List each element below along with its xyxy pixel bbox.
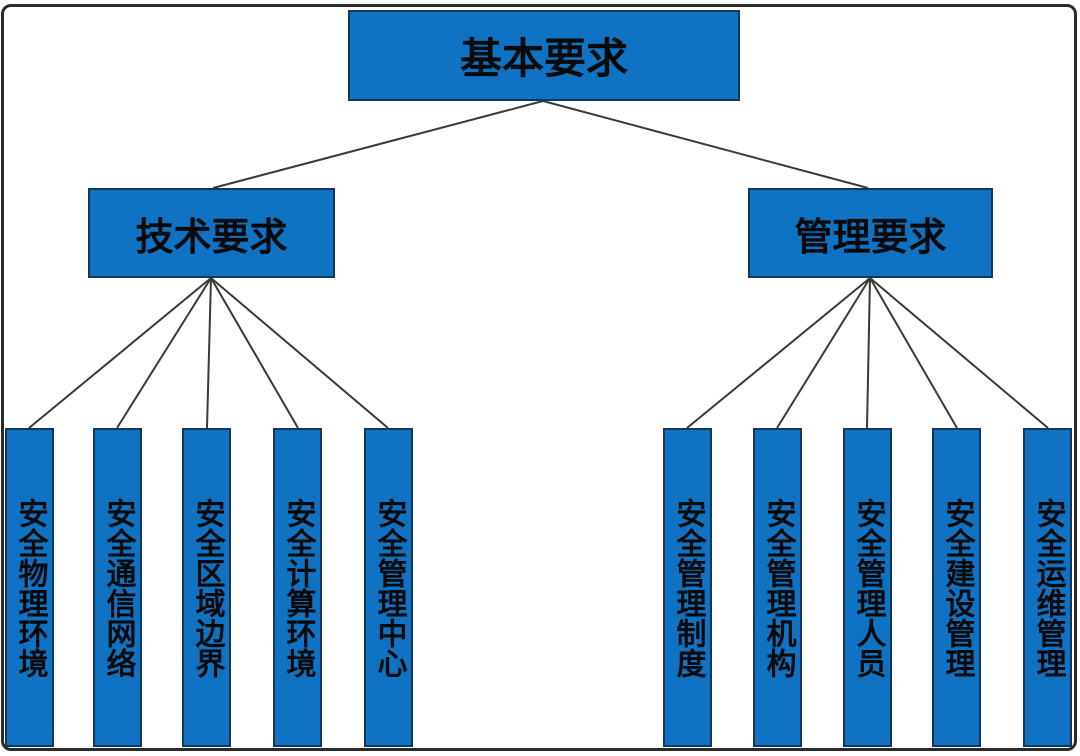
leaf-label: 安全管理制度 [670, 497, 706, 678]
node-security-management-center: 安全管理中心 [364, 428, 413, 747]
node-basic-requirements-label: 基本要求 [459, 34, 628, 83]
leaf-label: 安全通信网络 [100, 497, 136, 678]
connector-tech-leaf5 [210, 277, 389, 429]
node-secure-computing-environment: 安全计算环境 [273, 428, 322, 747]
connector-mgmt-leaf1 [686, 277, 871, 429]
node-secure-area-boundary: 安全区域边界 [182, 428, 231, 747]
node-management-requirements: 管理要求 [748, 188, 993, 278]
node-technical-requirements-label: 技术要求 [135, 214, 288, 259]
node-security-management-personnel: 安全管理人员 [843, 428, 892, 747]
node-security-construction-management: 安全建设管理 [932, 428, 981, 747]
leaf-label: 安全运维管理 [1030, 497, 1066, 678]
node-security-management-organization: 安全管理机构 [753, 428, 802, 747]
node-security-management-system: 安全管理制度 [663, 428, 712, 747]
leaf-label: 安全区域边界 [189, 497, 225, 678]
connector-mgmt-leaf2 [776, 277, 871, 429]
connector-tech-leaf2 [116, 277, 212, 429]
leaf-label: 安全管理人员 [850, 497, 886, 678]
node-security-operation-maintenance-management: 安全运维管理 [1023, 428, 1072, 747]
node-basic-requirements: 基本要求 [348, 10, 740, 101]
connector-mgmt-leaf5 [869, 277, 1049, 429]
connector-tech-leaf3 [206, 277, 212, 429]
connector-root-mgmt [542, 100, 869, 189]
node-secure-communication-network: 安全通信网络 [93, 428, 142, 747]
leaf-label: 安全管理机构 [760, 497, 796, 678]
connector-mgmt-leaf4 [869, 277, 958, 429]
leaf-label: 安全管理中心 [371, 497, 407, 678]
leaf-label: 安全建设管理 [939, 497, 975, 678]
connector-tech-leaf4 [210, 277, 299, 429]
node-secure-physical-environment: 安全物理环境 [5, 428, 54, 747]
node-technical-requirements: 技术要求 [88, 188, 335, 278]
node-management-requirements-label: 管理要求 [794, 214, 947, 259]
connector-mgmt-leaf3 [866, 277, 871, 429]
connector-root-tech [212, 100, 544, 189]
leaf-label: 安全物理环境 [12, 497, 48, 678]
leaf-label: 安全计算环境 [280, 497, 316, 678]
connector-tech-leaf1 [28, 277, 212, 429]
